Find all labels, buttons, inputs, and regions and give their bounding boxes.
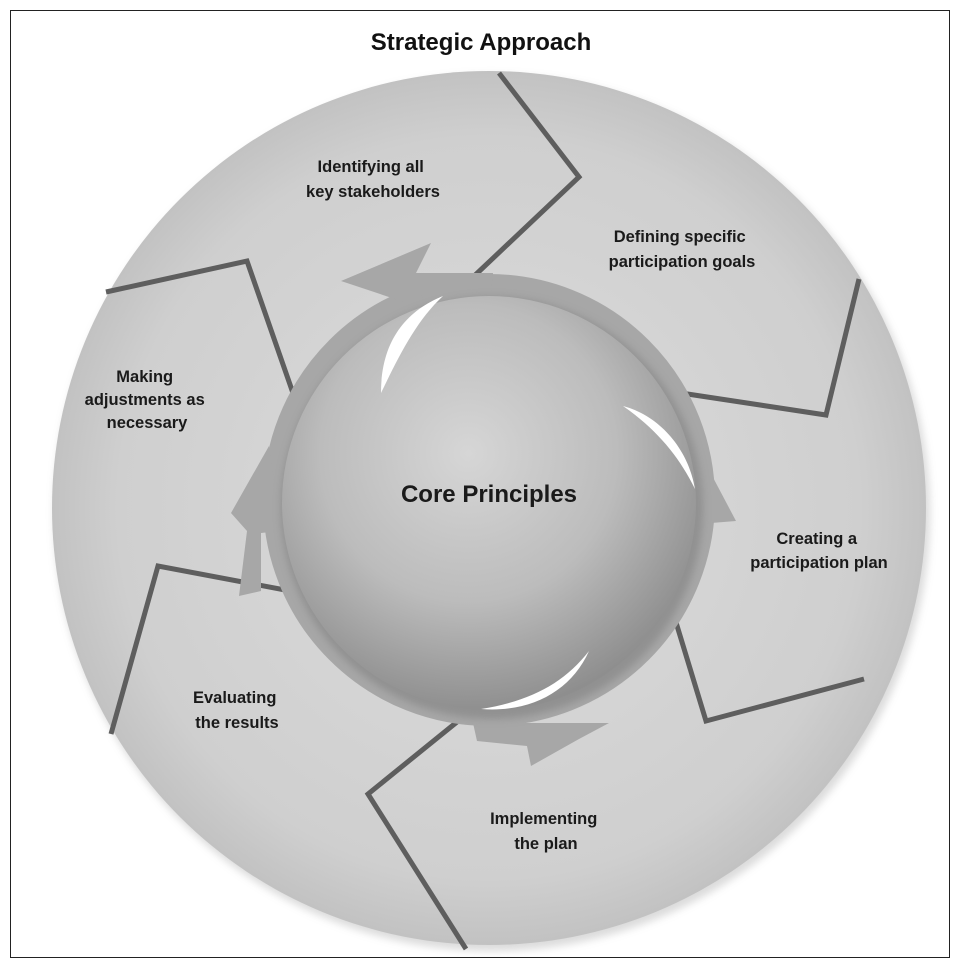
divider-6 bbox=[105, 258, 297, 397]
diagram-title: Strategic Approach bbox=[370, 29, 592, 56]
stage-label-creating-plan: Creating a participation plan bbox=[750, 530, 888, 572]
divider-4 bbox=[364, 707, 475, 951]
core-sphere bbox=[282, 296, 696, 710]
divider-3 bbox=[665, 595, 865, 725]
stage-label-evaluating-results: Evaluating the results bbox=[193, 689, 281, 732]
diagram-frame: Strategic Approach bbox=[10, 10, 950, 958]
ring-arrowhead-bottom bbox=[473, 723, 609, 766]
ring-arrowhead-top bbox=[341, 243, 493, 311]
stage-label-implementing-plan: Implementing the plan bbox=[490, 810, 602, 853]
core-highlight-top bbox=[381, 296, 443, 393]
stage-label-defining-goals: Defining specific participation goals bbox=[609, 228, 756, 271]
ring-arrowhead-left bbox=[231, 446, 279, 596]
divider-2 bbox=[660, 278, 862, 418]
core-highlight-bottom bbox=[481, 651, 589, 710]
stage-label-making-adjustments: Making adjustments as necessary bbox=[85, 368, 210, 432]
divider-1 bbox=[469, 71, 583, 281]
stage-label-identifying-stakeholders: Identifying all key stakeholders bbox=[306, 158, 440, 201]
core-principles-label: Core Principles bbox=[401, 481, 577, 508]
cycle-diagram: Core Principles Identifying all key stak… bbox=[52, 71, 930, 951]
